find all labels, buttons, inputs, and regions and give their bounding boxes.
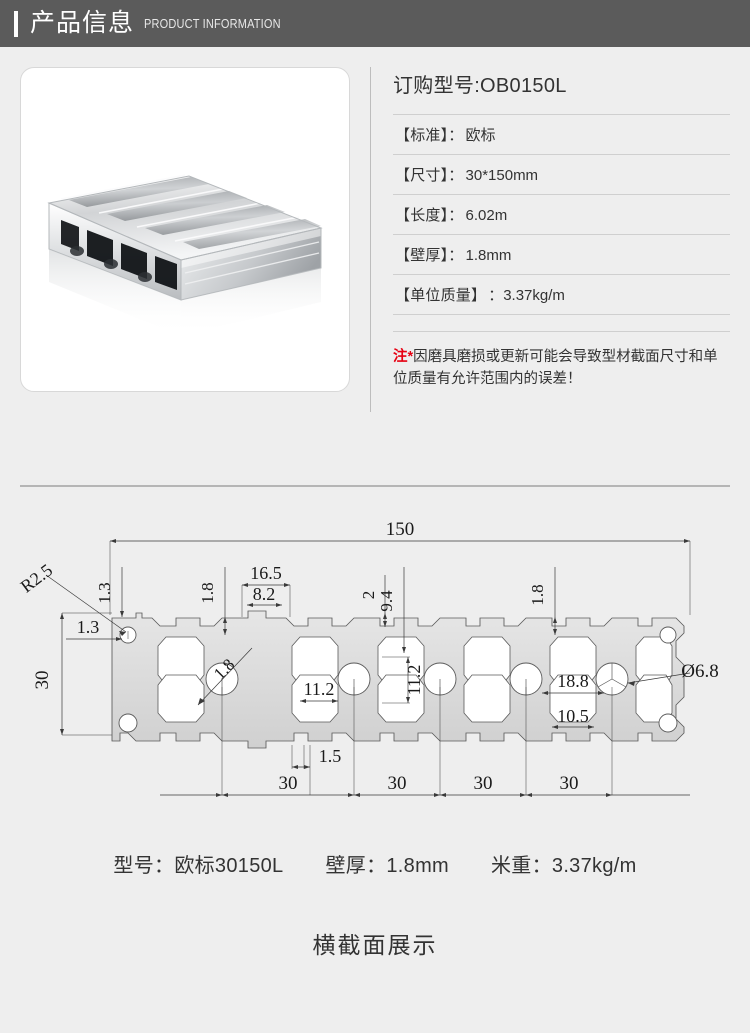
spec-label: 【标准】： (395, 127, 464, 144)
cross-section-drawing: 150 30 (0, 505, 750, 835)
dimension-cavity-height: 11.2 (404, 665, 424, 696)
dimension-pitch-1: 30 (279, 773, 298, 794)
aluminum-extrusion-profile-photo (21, 68, 349, 391)
dimension-slot-outer: 16.5 (250, 563, 282, 583)
table-row: 【标准】： 欧标 (393, 115, 730, 155)
spec-label: 【长度】： (395, 207, 464, 224)
dimension-right-wall-top: 1.8 (528, 584, 547, 605)
dimension-cavity-width: 11.2 (304, 679, 335, 699)
spec-value: 1.8mm (465, 247, 512, 264)
bottom-weight: 米重：3.37kg/m (491, 855, 637, 877)
dimension-inner-gap: 10.5 (557, 706, 589, 726)
dimension-web-thickness: 1.5 (319, 746, 342, 766)
bottom-spec-summary: 型号：欧标30150L 壁厚：1.8mm 米重：3.37kg/m (0, 849, 750, 878)
dimension-pitch-3: 30 (474, 773, 493, 794)
spec-label: 【尺寸】： (395, 167, 464, 184)
product-photo-card[interactable] (20, 67, 350, 392)
dimension-bore-diameter: Ø6.8 (681, 661, 718, 682)
note-text: 因磨具磨损或更新可能会导致型材截面尺寸和单位质量有允许范围内的误差！ (393, 349, 718, 388)
bottom-wall-thickness: 壁厚：1.8mm (325, 855, 449, 877)
dimension-inner-span: 18.8 (557, 671, 589, 691)
tolerance-note: 注*因磨具磨损或更新可能会导致型材截面尺寸和单位质量有允许范围内的误差！ (393, 331, 730, 391)
cross-section-title: 横截面展示 (312, 932, 438, 958)
vertical-divider (370, 67, 371, 412)
spec-value: 30*150mm (465, 167, 539, 184)
dimension-slot-lip: 2 (359, 591, 378, 600)
dimension-wall-top: 1.8 (198, 582, 217, 603)
specification-panel: 订购型号:OB0150L 【标准】： 欧标 【尺寸】： 30*150mm 【长度… (393, 67, 730, 477)
spec-label: 【单位质量】 (395, 287, 487, 304)
page-header: 产品信息 PRODUCT INFORMATION (0, 0, 750, 47)
dimension-overall-width: 150 (386, 519, 415, 540)
product-overview-section: 订购型号:OB0150L 【标准】： 欧标 【尺寸】： 30*150mm 【长度… (0, 47, 750, 477)
header-accent-bar (14, 10, 18, 37)
table-row: 【尺寸】： 30*150mm (393, 155, 730, 195)
spec-value: 6.02m (465, 207, 508, 224)
section-divider (20, 485, 730, 487)
dimension-pitch-4: 30 (560, 773, 579, 794)
spec-value: ：3.37kg/m (488, 287, 565, 304)
bottom-model: 型号：欧标30150L (113, 855, 284, 877)
dimension-pitch-2: 30 (388, 773, 407, 794)
table-row: 【壁厚】： 1.8mm (393, 235, 730, 275)
spec-label: 【壁厚】： (395, 247, 464, 264)
page-title: 产品信息 (30, 9, 135, 37)
table-row: 【长度】： 6.02m (393, 195, 730, 235)
dimension-center-height: 9.4 (377, 590, 396, 612)
page-subtitle: PRODUCT INFORMATION (144, 16, 281, 31)
dimension-top-wall: 1.3 (95, 582, 114, 603)
dimension-slot-opening: 8.2 (253, 584, 276, 604)
specification-table: 【标准】： 欧标 【尺寸】： 30*150mm 【长度】： 6.02m 【壁厚】… (393, 114, 730, 315)
dimension-overall-height: 30 (32, 671, 53, 690)
note-tag: 注* (393, 349, 414, 365)
order-model: 订购型号:OB0150L (393, 75, 567, 97)
dimension-left-wall: 1.3 (77, 617, 100, 637)
spec-value: 欧标 (465, 127, 496, 144)
dimension-radius: R2.5 (17, 560, 57, 597)
table-row: 【单位质量】 ：3.37kg/m (393, 275, 730, 315)
